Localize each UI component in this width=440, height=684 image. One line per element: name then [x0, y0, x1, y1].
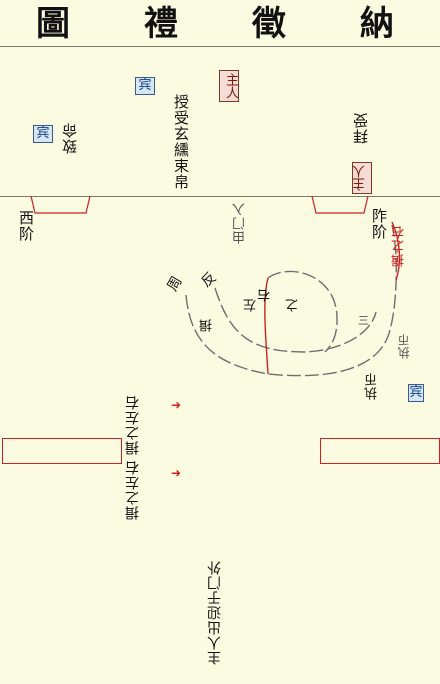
west-steps-label: 西阶 [17, 210, 35, 242]
fubi-text: 执币 [397, 333, 411, 359]
guest-box-left: 宾 [33, 125, 53, 143]
curve-label-3: 揖 [200, 318, 215, 332]
title-char-3: 徵 [252, 4, 286, 44]
side-text-right: 执币 [365, 372, 380, 400]
left-mid-text: 揖之左右 [125, 395, 141, 455]
title-char-2: 禮 [144, 4, 178, 44]
west-gate-rect [2, 438, 122, 464]
hall-edge [0, 196, 440, 197]
east-steps-label: 阼阶 [370, 208, 388, 240]
red-arrow-1: ➜ [171, 398, 182, 412]
title-char-4: 納 [360, 4, 394, 44]
guest-box-right: 宾 [408, 384, 424, 402]
host-box: 主人 [219, 70, 239, 102]
receive-text: 授受玄纁束帛 [172, 94, 190, 190]
red-arrow-2: ➜ [171, 466, 182, 480]
east-gate-rect [320, 438, 440, 464]
title-divider [0, 46, 440, 47]
curve-circle-mark: 三 [358, 314, 369, 327]
curve-label-6: 之 [286, 298, 301, 312]
curve-label-5: 右 [258, 288, 273, 302]
center-lower-text: 揖之左右 [125, 460, 141, 520]
title-char-1: 圖 [36, 4, 70, 44]
red-path-text: 揖之右 [392, 225, 407, 267]
guest-box: 宾 [135, 77, 155, 95]
bottom-text: 主人出迎于门外 [207, 560, 223, 665]
